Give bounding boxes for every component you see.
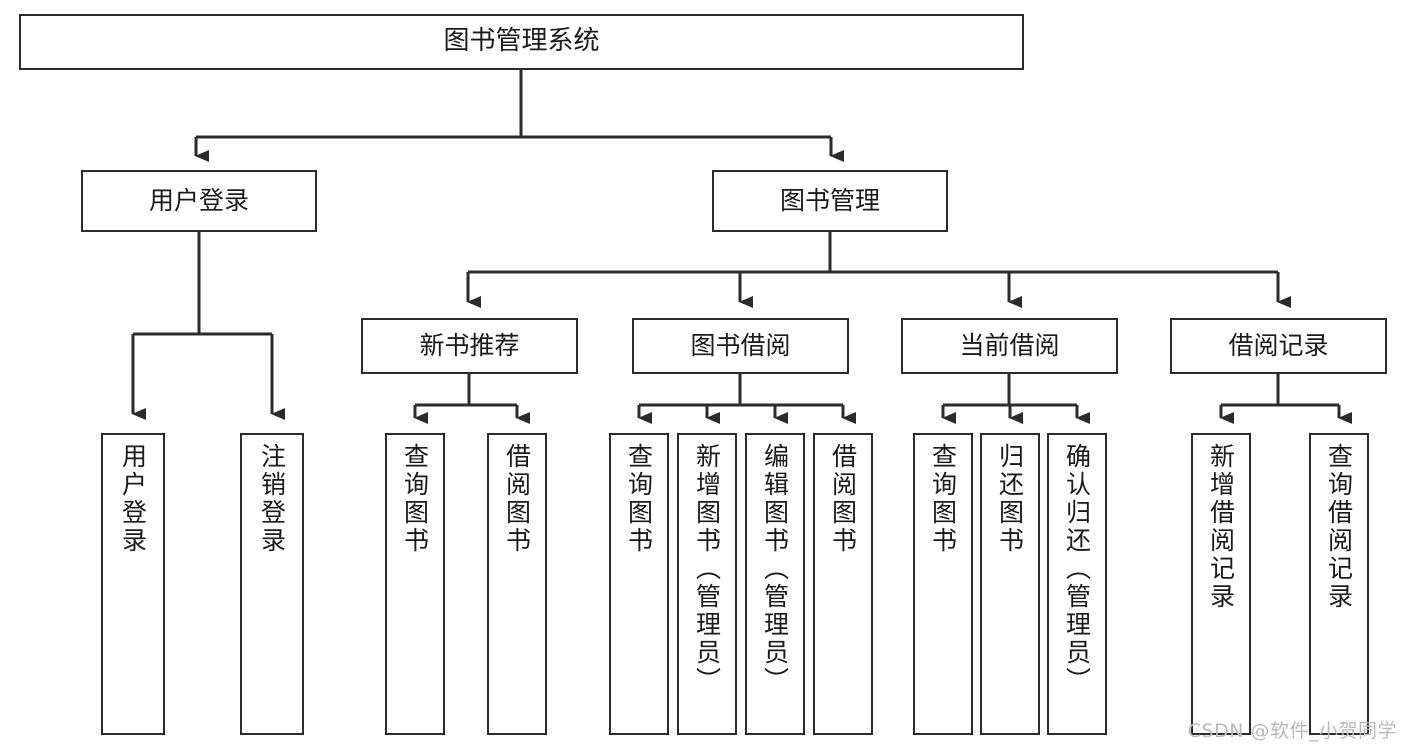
node-borrow-record[interactable]: 借阅记录 bbox=[1170, 318, 1387, 374]
leaf-edit-book[interactable]: 编辑图书（管理员） bbox=[745, 433, 805, 735]
leaf-confirm-return[interactable]: 确认归还（管理员） bbox=[1047, 433, 1107, 735]
leaf-query-book-3[interactable]: 查询图书 bbox=[913, 433, 973, 735]
leaf-user-login-label: 用户登录 bbox=[118, 443, 148, 555]
node-user-login[interactable]: 用户登录 bbox=[81, 170, 317, 232]
node-root[interactable]: 图书管理系统 bbox=[19, 14, 1024, 70]
node-book-borrow[interactable]: 图书借阅 bbox=[632, 318, 849, 374]
leaf-query-record[interactable]: 查询借阅记录 bbox=[1309, 433, 1369, 735]
leaf-query-record-label: 查询借阅记录 bbox=[1324, 443, 1354, 611]
leaf-borrow-book-2-label: 借阅图书 bbox=[828, 443, 858, 555]
leaf-edit-book-label: 编辑图书（管理员） bbox=[760, 443, 790, 695]
leaf-confirm-return-label: 确认归还（管理员） bbox=[1062, 443, 1092, 695]
node-current-borrow[interactable]: 当前借阅 bbox=[901, 318, 1118, 374]
leaf-user-login[interactable]: 用户登录 bbox=[101, 433, 165, 735]
leaf-return-book-label: 归还图书 bbox=[995, 443, 1025, 555]
leaf-borrow-book-1-label: 借阅图书 bbox=[502, 443, 532, 555]
node-borrow-record-label: 借阅记录 bbox=[1228, 330, 1329, 360]
node-book-manage-label: 图书管理 bbox=[779, 185, 880, 215]
leaf-return-book[interactable]: 归还图书 bbox=[980, 433, 1040, 735]
leaf-logout-label: 注销登录 bbox=[257, 443, 287, 555]
node-user-login-label: 用户登录 bbox=[148, 185, 249, 215]
leaf-query-book-1[interactable]: 查询图书 bbox=[385, 433, 445, 735]
node-book-manage[interactable]: 图书管理 bbox=[712, 170, 948, 232]
leaf-add-record[interactable]: 新增借阅记录 bbox=[1191, 433, 1251, 735]
node-root-label: 图书管理系统 bbox=[443, 26, 600, 57]
leaf-borrow-book-1[interactable]: 借阅图书 bbox=[487, 433, 547, 735]
node-new-book-recommend[interactable]: 新书推荐 bbox=[361, 318, 578, 374]
leaf-logout[interactable]: 注销登录 bbox=[240, 433, 304, 735]
leaf-query-book-2-label: 查询图书 bbox=[624, 443, 654, 555]
leaf-add-book-label: 新增图书（管理员） bbox=[692, 443, 722, 695]
node-new-book-recommend-label: 新书推荐 bbox=[419, 330, 520, 360]
leaf-add-record-label: 新增借阅记录 bbox=[1206, 443, 1236, 611]
leaf-query-book-3-label: 查询图书 bbox=[928, 443, 958, 555]
leaf-query-book-2[interactable]: 查询图书 bbox=[609, 433, 669, 735]
leaf-borrow-book-2[interactable]: 借阅图书 bbox=[813, 433, 873, 735]
node-book-borrow-label: 图书借阅 bbox=[690, 330, 791, 360]
leaf-add-book[interactable]: 新增图书（管理员） bbox=[677, 433, 737, 735]
leaf-query-book-1-label: 查询图书 bbox=[400, 443, 430, 555]
csdn-watermark: CSDN @软件_小贺同学 bbox=[1187, 720, 1397, 742]
node-current-borrow-label: 当前借阅 bbox=[959, 330, 1060, 360]
